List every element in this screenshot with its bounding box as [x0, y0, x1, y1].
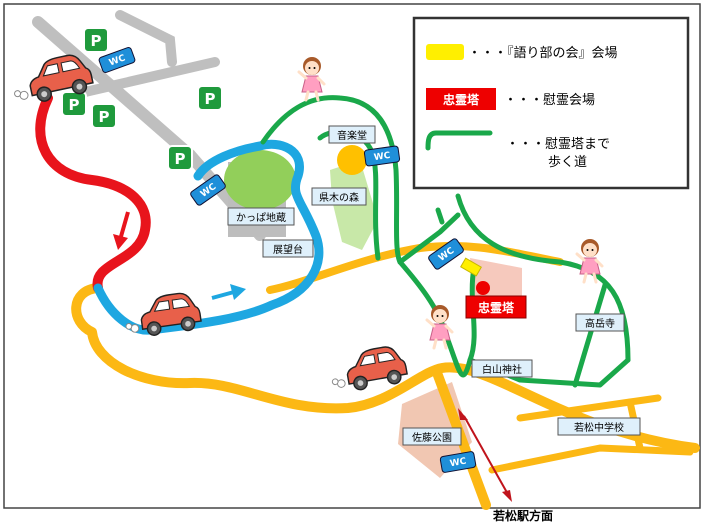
parking-icons: P P P P P	[61, 27, 223, 171]
label-hakusan-jinja: 白山神社	[471, 359, 533, 378]
legend-walk-swatch	[425, 130, 493, 151]
parking-icon: P	[83, 27, 109, 53]
svg-text:高岳寺: 高岳寺	[585, 317, 615, 330]
svg-text:白山神社: 白山神社	[482, 363, 522, 376]
gray-roads	[32, 10, 266, 241]
wc-icon: WC	[190, 174, 226, 206]
legend-memorial-badge: 忠霊塔	[443, 92, 480, 107]
label-chureito: 忠霊塔	[465, 295, 527, 319]
svg-text:P: P	[205, 90, 216, 108]
parking-icon: P	[197, 85, 223, 111]
legend: ・・・『語り部の会』会場 忠霊塔 ・・・慰霊会場 ・・・慰霊塔まで 歩く道	[412, 16, 690, 190]
svg-text:P: P	[99, 108, 110, 126]
legend-memorial-label: ・・・慰霊会場	[504, 93, 595, 108]
label-tenbodai: 展望台	[262, 239, 314, 258]
svg-text:P: P	[69, 96, 80, 114]
svg-text:P: P	[91, 32, 102, 50]
legend-venue-label: ・・・『語り部の会』会場	[468, 45, 618, 61]
svg-text:佐藤公園: 佐藤公園	[412, 432, 452, 444]
svg-text:WC: WC	[373, 151, 391, 163]
route-arrows	[113, 211, 512, 502]
svg-text:かっぱ地蔵: かっぱ地蔵	[236, 211, 286, 224]
map-frame	[3, 3, 701, 509]
red-route	[35, 93, 151, 293]
svg-text:展望台: 展望台	[273, 243, 303, 256]
wc-icon: WC	[98, 47, 136, 73]
place-labels: 音楽堂 県木の森 かっぱ地蔵 展望台 高岳寺 白山神社 若松中学校 佐藤公園 忠…	[227, 125, 641, 446]
svg-text:県木の森: 県木の森	[319, 191, 359, 204]
wc-icon: WC	[439, 451, 477, 473]
label-ongakudo: 音楽堂	[328, 125, 376, 144]
label-kenmin-no-mori: 県木の森	[311, 187, 367, 206]
lawn-area	[224, 150, 296, 210]
wc-icons: WC WC WC WC WC	[98, 47, 477, 473]
memorial-dot	[476, 281, 490, 295]
svg-text:音楽堂: 音楽堂	[337, 129, 367, 142]
svg-text:WC: WC	[449, 457, 467, 470]
parking-icon: P	[167, 145, 193, 171]
legend-walk-line2: 歩く道	[548, 155, 587, 170]
label-sato-koen: 佐藤公園	[402, 427, 462, 446]
station-direction-label: 若松駅方面	[492, 508, 553, 523]
svg-text:若松中学校: 若松中学校	[574, 421, 624, 434]
label-kappa-jizo: かっぱ地蔵	[227, 207, 295, 226]
legend-venue-swatch	[426, 44, 464, 60]
wc-icon: WC	[363, 145, 401, 167]
wc-icon: WC	[428, 238, 464, 270]
svg-text:P: P	[175, 150, 186, 168]
girl-icon	[297, 55, 326, 102]
legend-walk-line1: ・・・慰霊塔まで	[506, 137, 610, 152]
ongakudo-area	[337, 145, 367, 175]
svg-text:忠霊塔: 忠霊塔	[478, 300, 515, 315]
parking-icon: P	[61, 91, 87, 117]
legend-memorial-swatch	[426, 88, 496, 110]
label-wakamatsu-jhs: 若松中学校	[557, 417, 641, 436]
venue-marker	[460, 257, 482, 277]
label-kogakuji: 高岳寺	[575, 313, 625, 332]
parking-icon: P	[91, 103, 117, 129]
